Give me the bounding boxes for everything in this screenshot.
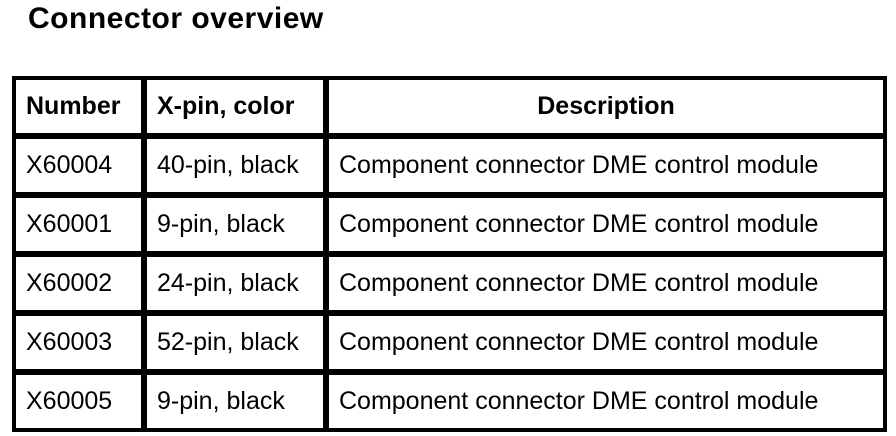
row-description-cell: Component connector DME control module [326,195,886,254]
row-description-cell: Component connector DME control module [326,254,886,313]
row-number-cell: X60004 [13,136,144,195]
column-header-number: Number [13,77,144,136]
column-header-pin-color: X-pin, color [144,77,326,136]
row-number-cell: X60005 [13,372,144,431]
row-description-cell: Component connector DME control module [326,372,886,431]
row-pin-color-cell: 9-pin, black [144,195,326,254]
row-pin-color-cell: 52-pin, black [144,313,326,372]
row-number-cell: X60001 [13,195,144,254]
row-number-cell: X60002 [13,254,144,313]
row-pin-color-cell: 40-pin, black [144,136,326,195]
page-title: Connector overview [28,2,324,35]
row-pin-color-cell: 9-pin, black [144,372,326,431]
row-description-cell: Component connector DME control module [326,313,886,372]
row-pin-color-cell: 24-pin, black [144,254,326,313]
table-header-row: Number X-pin, color Description [13,77,886,136]
row-description-cell: Component connector DME control module [326,136,886,195]
column-header-description: Description [326,77,886,136]
row-number-cell: X60003 [13,313,144,372]
